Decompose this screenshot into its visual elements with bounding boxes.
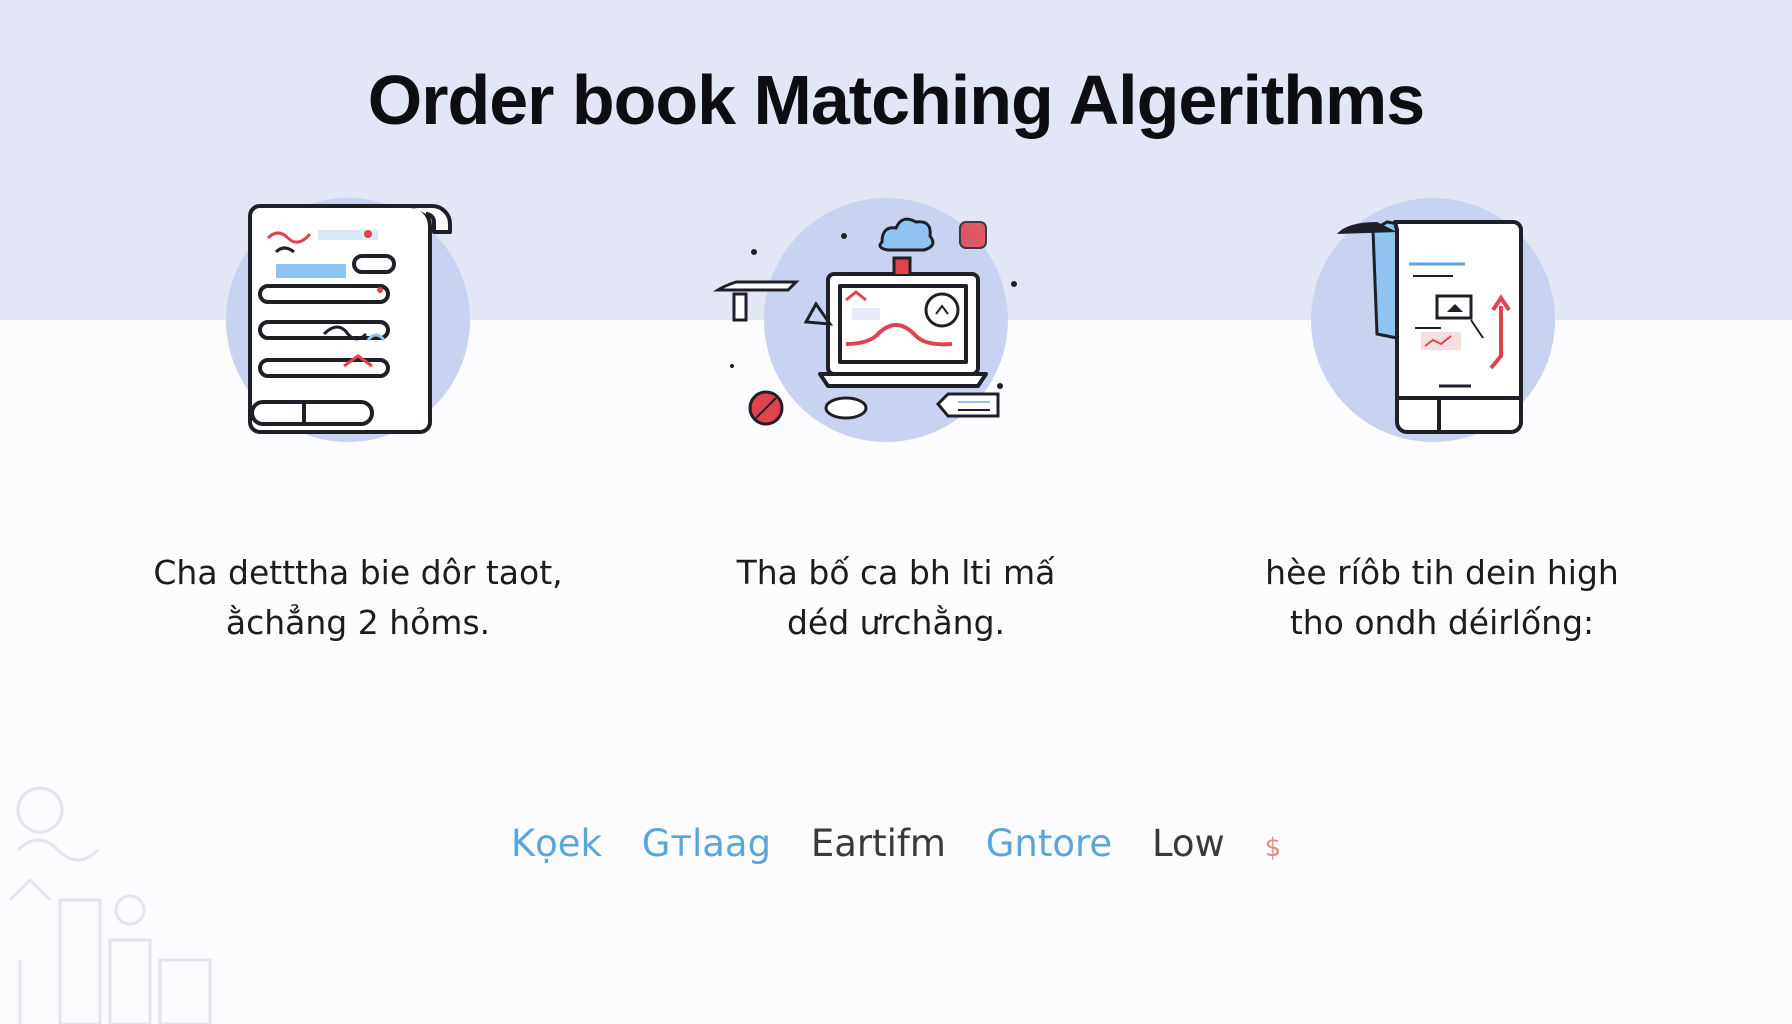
- card-order-book: [148, 190, 548, 470]
- caption-line: Cha detttha bie dôr taot,: [153, 553, 563, 592]
- decorative-sketch-icon: [8, 786, 212, 1024]
- footer-word: Low: [1151, 822, 1225, 865]
- card-matching-engine: [696, 190, 1096, 470]
- footer-word: Gntore: [985, 822, 1113, 865]
- order-list-document-icon: [226, 198, 470, 442]
- price-chart-phone-icon: [1311, 198, 1555, 442]
- footer-keywords: Kọek Gтlaag Eartifm Gntore Low $: [0, 822, 1792, 865]
- footer-word: Kọek: [510, 822, 602, 865]
- page-title: Order book Matching Algerithms: [367, 61, 1425, 139]
- caption-matching-engine: Tha bố ca bh lti mấ déd ưrchằng.: [656, 548, 1136, 648]
- card-price-chart: [1243, 190, 1643, 470]
- caption-line: hèe ríôb tih dein high: [1265, 553, 1619, 592]
- footer-word: Eartifm: [810, 822, 946, 865]
- caption-line: tho ondh déirlống:: [1289, 603, 1595, 642]
- footer-word: $: [1264, 833, 1282, 863]
- caption-order-book: Cha detttha bie dôr taot, ằchẳng 2 hỏms.: [118, 548, 598, 648]
- caption-price-chart: hèe ríôb tih dein high tho ondh déirlống…: [1202, 548, 1682, 648]
- caption-line: ằchẳng 2 hỏms.: [225, 603, 491, 642]
- caption-line: Tha bố ca bh lti mấ: [736, 553, 1056, 592]
- footer-word: Gтlaag: [641, 822, 772, 865]
- trading-monitor-icon: [713, 198, 1017, 442]
- caption-line: déd ưrchằng.: [786, 603, 1006, 642]
